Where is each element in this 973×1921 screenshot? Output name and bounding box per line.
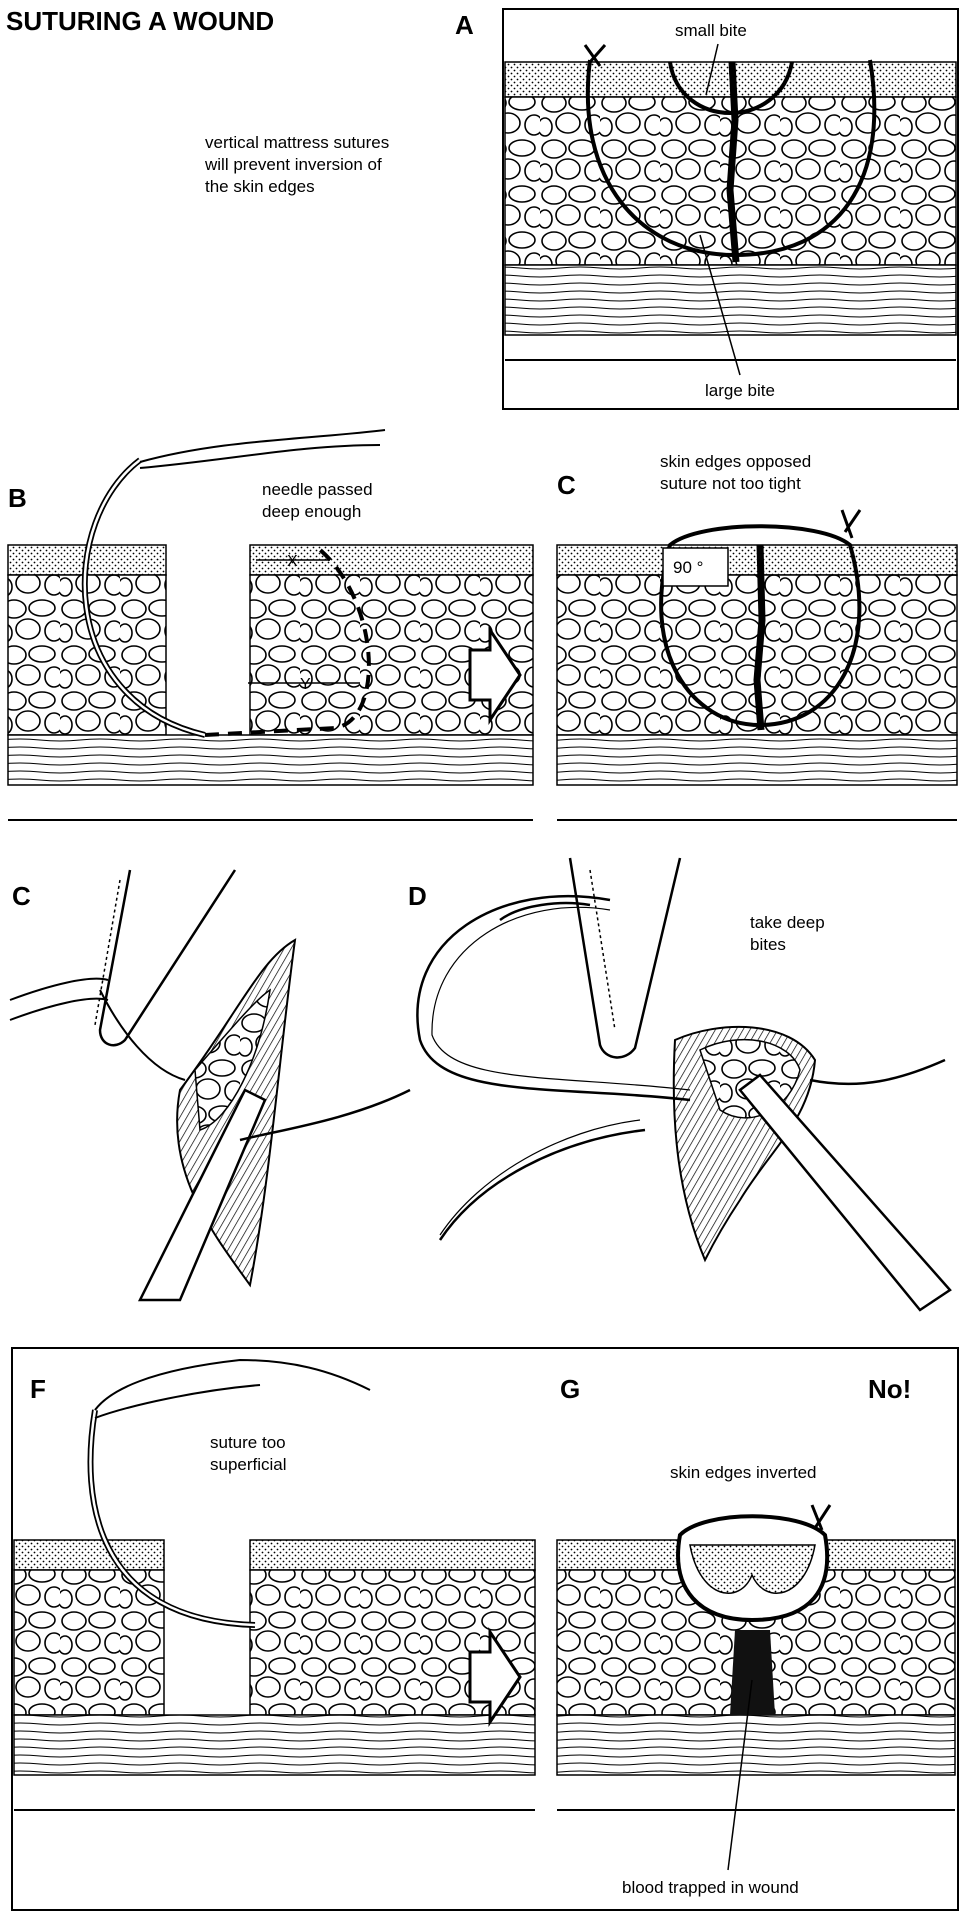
caption-b-line-1: needle passed [262,480,373,499]
caption-b-line-2: deep enough [262,502,361,521]
angle-label: 90 ° [673,558,703,577]
blood-trapped-label: blood trapped in wound [622,1878,799,1897]
panel-letter-g: G [560,1374,580,1404]
caption-f-line-2: superficial [210,1455,287,1474]
caption-g: skin edges inverted [670,1463,816,1482]
intro-line-3: the skin edges [205,177,315,196]
suture-thread [139,429,386,463]
needle-path-dashed [204,546,371,737]
angle-box [662,547,729,587]
trapped-blood [730,1630,775,1715]
panel-d: D take deep bites [408,857,952,1312]
panel-letter-d: D [408,881,427,911]
caption-f-line-1: suture too [210,1433,286,1452]
panel-letter-f: F [30,1374,46,1404]
intro-line-1: vertical mattress sutures [205,133,389,152]
panel-g: G No! skin edges inverted blood trapped … [556,1374,956,1897]
suture-knot-icon [583,44,607,67]
caption-c-line-1: skin edges opposed [660,452,811,471]
panel-a-frame [502,8,959,410]
forceps-icon [98,869,237,1047]
arrow-right-outline-icon [468,625,522,725]
panel-letter-c-2: C [12,881,31,911]
tissue-forceps-icon [137,1088,267,1302]
page-title: SUTURING A WOUND [6,6,274,36]
arrow-right-outline-icon-2 [468,1627,522,1727]
intro-line-2: will prevent inversion of [204,155,382,174]
caption-d-line-1: take deep [750,913,825,932]
caption-d-line-2: bites [750,935,786,954]
large-bite-label: large bite [705,381,775,400]
panel-letter-a: A [455,10,474,40]
panel-b: B X Y needle passed deep enough [7,429,534,821]
small-bite-suture [668,61,794,115]
measure-y: Y [300,676,311,693]
caption-c-line-2: suture not too tight [660,474,801,493]
bottom-frame [11,1347,959,1911]
panel-letter-b: B [8,483,27,513]
panel-c-forceps-view: C [9,869,411,1302]
panel-letter-c-1: C [557,470,576,500]
panel-f: F suture too superficial [13,1358,536,1811]
measure-x: X [287,553,298,570]
closed-suture-loop [659,524,862,728]
panel-c-cross-section: C 90 ° skin edges opposed suture not too… [556,452,958,821]
warning-no: No! [868,1374,911,1404]
small-bite-label: small bite [675,21,747,40]
large-bite-suture [585,59,877,258]
panel-a: A small bite large bite [455,8,959,410]
